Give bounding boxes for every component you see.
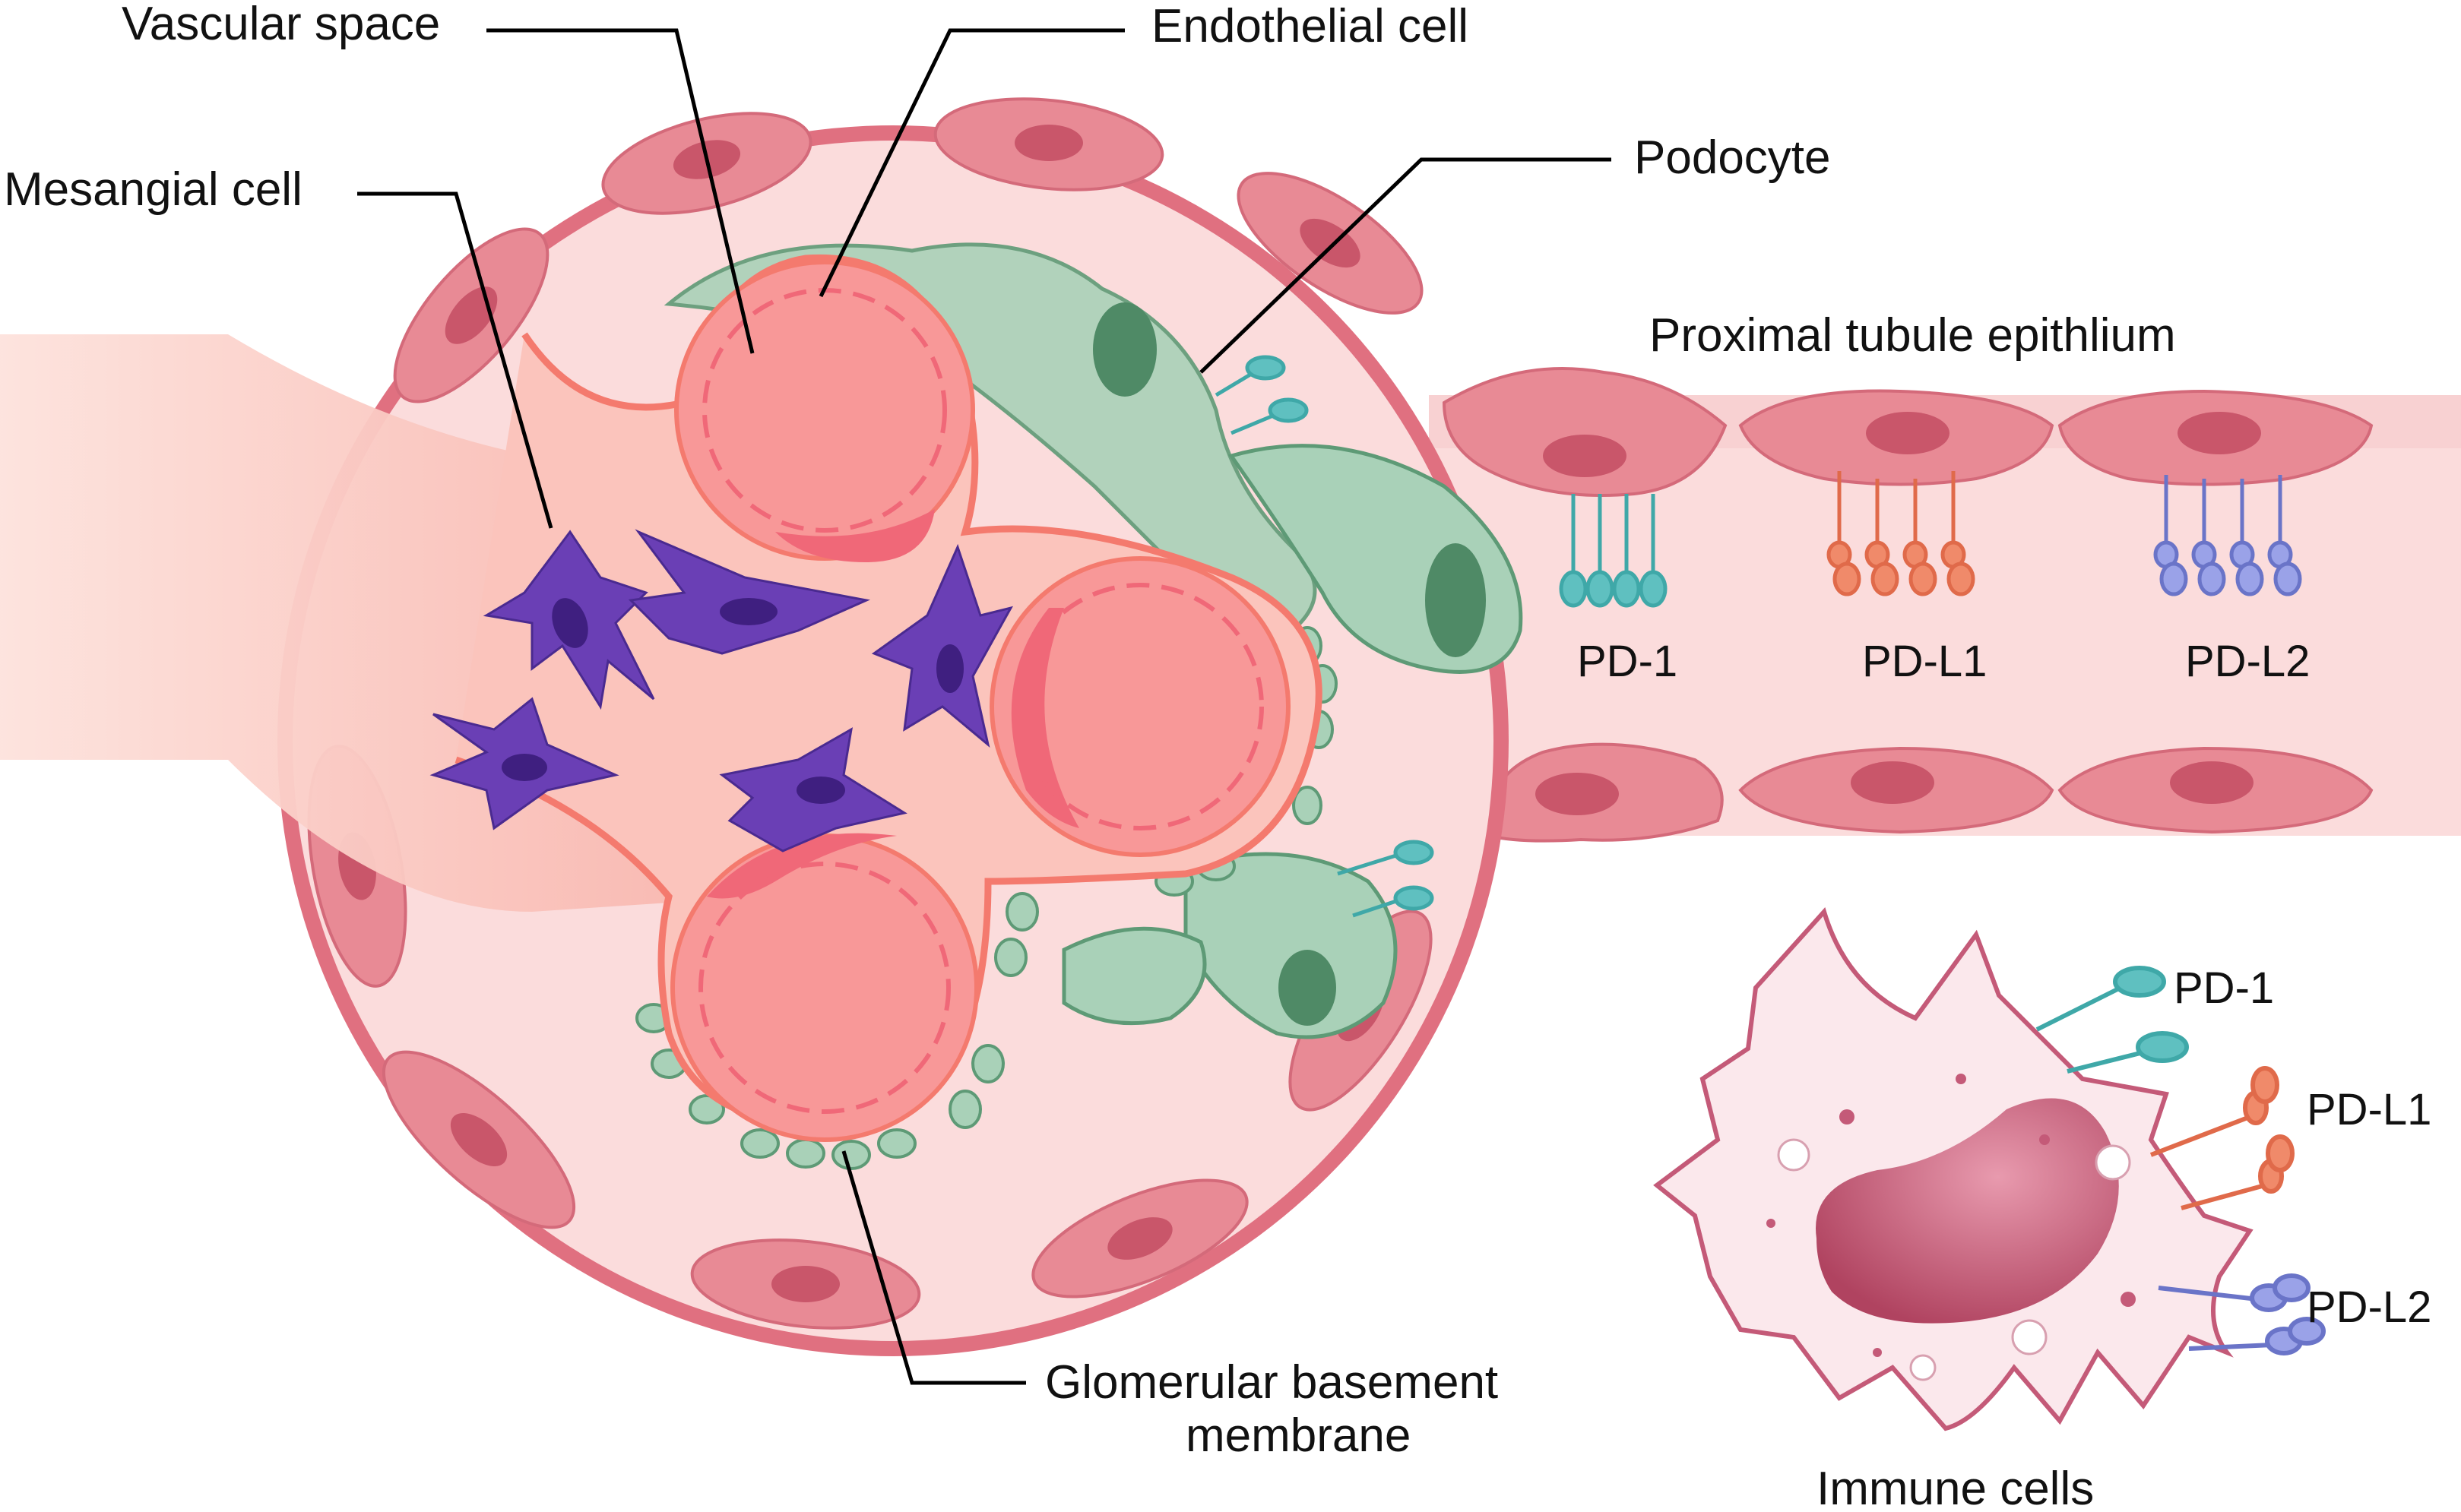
label-immune-pd1: PD-1 [2174, 963, 2274, 1013]
immune-cell [1653, 907, 2326, 1431]
podocyte-nuclei [1093, 302, 1486, 1026]
leader-gbm [841, 1150, 1026, 1385]
immune-pdl1-ligands [2149, 1066, 2295, 1210]
immune-cell-granules [1766, 1074, 2136, 1357]
leader-lines [357, 28, 1611, 1385]
leader-mesangial-cell [357, 191, 553, 529]
tubule-cell-bottom-2 [1738, 746, 2054, 834]
leader-vascular-space [486, 28, 755, 354]
label-vascular-space: Vascular space [122, 0, 440, 50]
tubule-pdl2-ligands [2153, 475, 2302, 596]
immune-cell-nucleus [1816, 1098, 2119, 1324]
immune-pdl2-ligands [2158, 1273, 2326, 1355]
labels: Vascular space Endothelial cell Mesangia… [4, 0, 2431, 1512]
label-gbm-line1: Glomerular basement [1045, 1356, 1498, 1409]
label-immune-cells: Immune cells [1816, 1463, 2094, 1512]
immune-cell-vesicles [1777, 1138, 2131, 1381]
immune-pd1-receptors [2035, 966, 2189, 1074]
tubule-cell-top-2 [1738, 389, 2054, 486]
tubule-cell-top-3 [2057, 389, 2374, 486]
tubule-cell-top-1 [1442, 367, 1728, 497]
tubule-pdl1-ligands [1826, 471, 1975, 596]
label-tubule-pdl1: PD-L1 [1862, 637, 1987, 686]
leader-endothelial-cell [819, 28, 1125, 298]
proximal-tubule [1429, 367, 2461, 843]
label-tubule-pd1: PD-1 [1577, 637, 1677, 686]
label-immune-pdl2: PD-L2 [2307, 1283, 2431, 1332]
tubule-cell-bottom-1 [1487, 742, 1724, 843]
leader-podocyte [1199, 157, 1611, 374]
label-tubule-pdl2: PD-L2 [2185, 637, 2310, 686]
label-immune-pdl1: PD-L1 [2307, 1085, 2431, 1134]
capillary-tuft [455, 254, 1322, 1142]
mesangial-nuclei [502, 598, 964, 804]
label-mesangial-cell: Mesangial cell [4, 163, 302, 216]
capillary-loops [670, 260, 1291, 1142]
label-endothelial-cell: Endothelial cell [1151, 0, 1468, 52]
podocyte-pd1-receptors [1215, 355, 1434, 918]
tubule-pd1-receptors [1559, 494, 1668, 608]
label-proximal-tubule: Proximal tubule epithlium [1649, 309, 2176, 362]
tubule-cell-bottom-3 [2057, 746, 2374, 834]
label-gbm-line2: membrane [1186, 1409, 1411, 1462]
label-podocyte: Podocyte [1634, 131, 1831, 184]
